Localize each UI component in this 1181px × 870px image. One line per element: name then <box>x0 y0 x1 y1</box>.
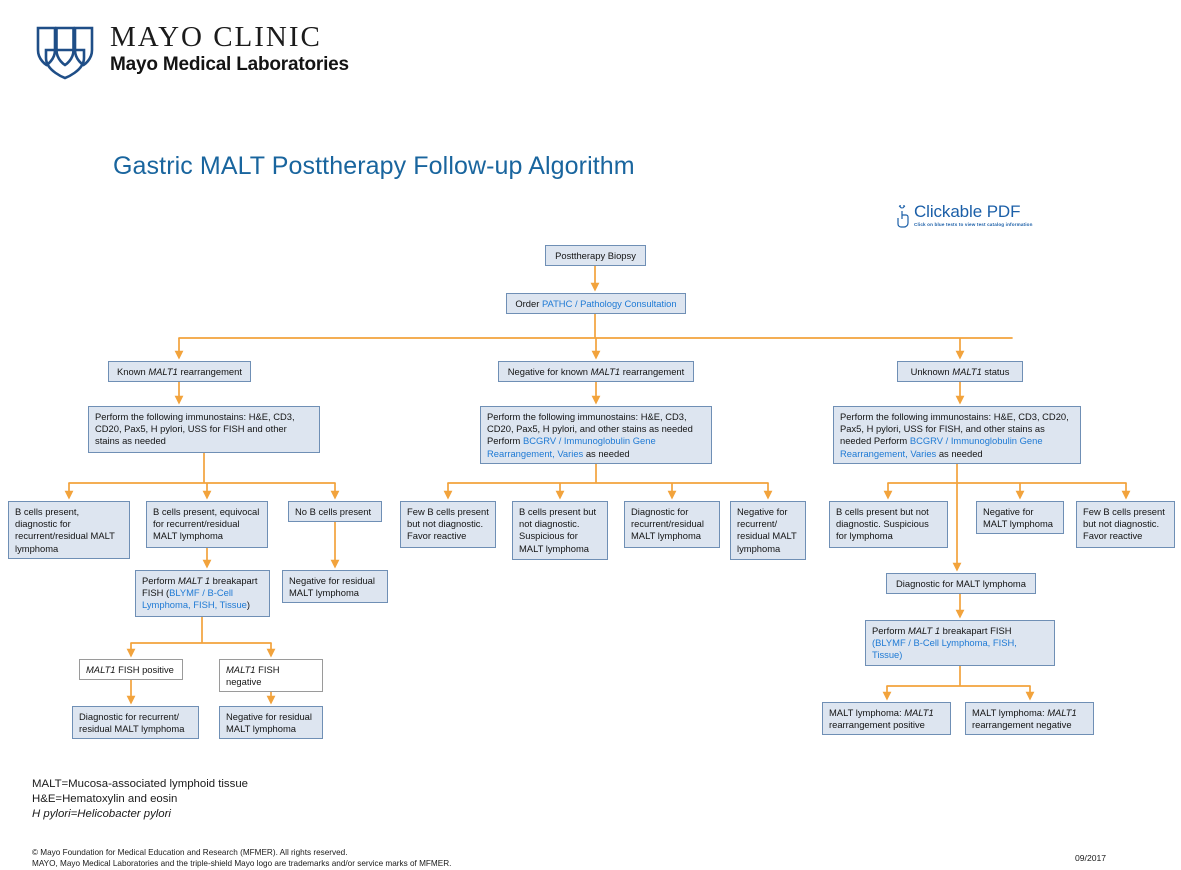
flow-node-L2[interactable]: B cells present, equivocal for recurrent… <box>146 501 268 548</box>
clickable-pdf-badge[interactable]: Clickable PDF Click on blue tests to vie… <box>896 203 1033 231</box>
legend-line-3: H pylori=Helicobacter pylori <box>32 808 171 821</box>
flow-node-C3[interactable]: Diagnostic for recurrent/residual MALT l… <box>624 501 720 548</box>
pointing-hand-icon <box>897 205 909 228</box>
test-link[interactable]: BCGRV / Immunoglobulin Gene Rearrangemen… <box>487 435 656 459</box>
test-link[interactable]: BLYMF / B-Cell Lymphoma, FISH, Tissue <box>142 587 247 611</box>
page-title: Gastric MALT Posttherapy Follow-up Algor… <box>113 152 635 180</box>
flow-node-stain-C[interactable]: Perform the following immunostains: H&E,… <box>480 406 712 464</box>
flow-node-C1[interactable]: Few B cells present but not diagnostic. … <box>400 501 496 548</box>
footer-line-2: MAYO, Mayo Medical Laboratories and the … <box>32 859 452 869</box>
flow-node-R-diag[interactable]: Diagnostic for MALT lymphoma <box>886 573 1036 595</box>
flow-node-stain-R[interactable]: Perform the following immunostains: H&E,… <box>833 406 1081 464</box>
test-link[interactable]: PATHC / Pathology Consultation <box>541 298 677 309</box>
flow-node-stain-L[interactable]: Perform the following immunostains: H&E,… <box>88 406 320 453</box>
legend-line-2: H&E=Hematoxylin and eosin <box>32 793 178 806</box>
logo-title: MAYO CLINIC <box>110 21 322 53</box>
flow-node-C2[interactable]: B cells present but not diagnostic. Susp… <box>512 501 608 560</box>
flow-node-R-fish[interactable]: Perform MALT 1 breakapart FISH(BLYMF / B… <box>865 620 1055 666</box>
flow-node-L-neg[interactable]: Negative for residual MALT lymphoma <box>282 570 388 604</box>
flow-node-start[interactable]: Posttherapy Biopsy <box>545 245 646 267</box>
flow-node-L-pos-node[interactable]: MALT1 FISH positive <box>79 659 183 681</box>
flow-node-R2[interactable]: Negative for MALT lymphoma <box>976 501 1064 535</box>
legend-line-1: MALT=Mucosa-associated lymphoid tissue <box>32 778 248 790</box>
test-link[interactable]: BCGRV / Immunoglobulin Gene Rearrangemen… <box>840 435 1043 459</box>
flow-node-L-out1[interactable]: Diagnostic for recurrent/ residual MALT … <box>72 706 199 740</box>
mayo-triple-shield-icon <box>36 26 94 80</box>
logo-subtitle: Mayo Medical Laboratories <box>110 54 349 75</box>
flow-node-R3[interactable]: Few B cells present but not diagnostic. … <box>1076 501 1175 548</box>
flow-node-order[interactable]: Order PATHC / Pathology Consultation <box>506 293 686 315</box>
test-link[interactable]: (BLYMF / B-Cell Lymphoma, FISH, Tissue) <box>872 637 1017 661</box>
flow-node-L1[interactable]: B cells present, diagnostic for recurren… <box>8 501 130 559</box>
flow-node-C4[interactable]: Negative for recurrent/ residual MALT ly… <box>730 501 806 560</box>
footer-date: 09/2017 <box>1075 853 1107 863</box>
abbreviations-legend: MALT=Mucosa-associated lymphoid tissue H… <box>32 777 248 823</box>
flow-node-L-out2[interactable]: Negative for residual MALT lymphoma <box>219 706 323 740</box>
mayo-logo: MAYO CLINIC Mayo Medical Laboratories <box>34 20 349 82</box>
flow-node-R1[interactable]: B cells present but not diagnostic. Susp… <box>829 501 948 548</box>
flow-node-L-fish[interactable]: Perform MALT 1 breakapart FISH (BLYMF / … <box>135 570 270 617</box>
footer-line-1: © Mayo Foundation for Medical Education … <box>32 848 348 857</box>
flow-node-b-neg[interactable]: Negative for known MALT1 rearrangement <box>498 361 694 383</box>
flow-node-b-known[interactable]: Known MALT1 rearrangement <box>108 361 251 383</box>
flow-node-b-unk[interactable]: Unknown MALT1 status <box>897 361 1023 383</box>
flow-node-L3[interactable]: No B cells present <box>288 501 382 523</box>
clickable-pdf-label: Clickable PDF <box>914 202 1021 221</box>
clickable-pdf-sublabel: Click on blue tests to view test catalog… <box>914 222 1033 227</box>
copyright-footer: © Mayo Foundation for Medical Education … <box>32 847 451 870</box>
flow-node-L-neg-node[interactable]: MALT1 FISH negative <box>219 659 323 693</box>
